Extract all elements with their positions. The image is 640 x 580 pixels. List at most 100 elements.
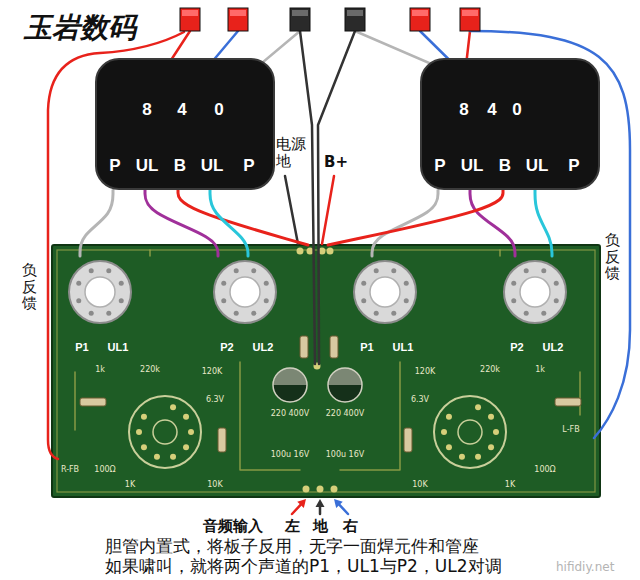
terminal-tap: P <box>433 156 446 176</box>
socket-pin <box>554 298 559 303</box>
tube-socket-body <box>504 261 566 323</box>
copper-trace <box>74 372 76 430</box>
pin-label: P2 <box>509 341 524 354</box>
socket-pin <box>524 268 529 273</box>
b-plus-label: B+ <box>324 154 348 171</box>
socket-pad <box>488 444 494 450</box>
socket-pad <box>459 454 465 460</box>
socket-pin <box>511 281 516 286</box>
socket-pin <box>221 298 226 303</box>
socket-pad <box>188 429 194 435</box>
terminal-tap: 0 <box>213 100 224 120</box>
socket-pin <box>89 311 94 316</box>
socket-pad <box>183 444 189 450</box>
terminal-tap: UL <box>135 156 160 176</box>
capacitor-polarity <box>328 368 362 385</box>
pin-label: UL2 <box>542 341 565 354</box>
socket-pin <box>541 311 546 316</box>
wire <box>535 190 552 256</box>
silkscreen-text: R-FB <box>60 465 80 474</box>
resistor-symbol <box>330 336 338 358</box>
pin-label: UL2 <box>252 341 275 354</box>
socket-pin <box>264 281 269 286</box>
socket-pad <box>446 444 452 450</box>
tube-socket: P1UL1 <box>60 256 140 356</box>
socket-pin <box>234 311 239 316</box>
terminal-tap: 4 <box>176 100 187 120</box>
silkscreen-text: 6.3V <box>205 395 225 404</box>
socket-pad <box>183 414 189 420</box>
site-watermark: hifidiy.net <box>556 561 614 575</box>
tube-socket-hole <box>370 277 400 307</box>
copper-trace <box>579 372 581 415</box>
copper-trace <box>499 250 501 256</box>
power-ground-wire <box>285 176 298 244</box>
terminal-tap: 0 <box>511 100 522 120</box>
pin-label: P2 <box>219 341 234 354</box>
resistor-symbol <box>404 428 412 452</box>
terminal-highlight <box>292 10 308 16</box>
input-wire <box>319 507 322 514</box>
wire <box>178 190 308 245</box>
resistor-symbol <box>218 428 226 452</box>
socket-pin <box>524 311 529 316</box>
speaker-terminal <box>180 8 200 31</box>
pin-label: P1 <box>74 341 89 354</box>
tube-socket-hole <box>85 277 115 307</box>
noval-socket-outline <box>434 396 506 468</box>
socket-pin <box>361 298 366 303</box>
speaker-terminal <box>460 8 480 31</box>
speaker-terminal <box>228 8 248 31</box>
silkscreen-text: 1K <box>504 480 516 489</box>
circuit-board-plate <box>52 245 600 497</box>
shop-watermark: 玉岩数码 <box>24 12 136 44</box>
socket-pad <box>136 429 142 435</box>
socket-pin <box>119 281 124 286</box>
socket-pad <box>493 429 499 435</box>
socket-pad <box>154 454 160 460</box>
silkscreen-text: 1k <box>534 365 546 374</box>
arrowhead <box>334 499 343 508</box>
silkscreen-text: 6.3V <box>410 395 430 404</box>
tube-socket-body <box>214 261 276 323</box>
resistor-symbol <box>80 398 106 406</box>
socket-pin <box>541 268 546 273</box>
socket-pin <box>404 298 409 303</box>
wire <box>80 190 113 256</box>
terminal-tap: 8 <box>458 100 469 120</box>
terminal-highlight <box>412 10 428 16</box>
socket-pin <box>511 298 516 303</box>
terminal-tap: UL <box>200 156 225 176</box>
socket-pin <box>264 298 269 303</box>
silkscreen-text: 220 400V <box>325 409 366 418</box>
resistor-symbol <box>300 336 308 358</box>
silkscreen-text: 220 400V <box>270 409 311 418</box>
pin-label: UL1 <box>392 341 415 354</box>
noval-socket-center <box>458 420 482 444</box>
socket-pad <box>141 444 147 450</box>
silkscreen-text: 10K <box>411 480 428 489</box>
input-wire <box>339 505 348 514</box>
socket-pin <box>391 268 396 273</box>
socket-pin <box>361 281 366 286</box>
socket-pad <box>475 454 481 460</box>
socket-pin <box>234 268 239 273</box>
socket-pin <box>374 268 379 273</box>
capacitor-outline <box>273 368 307 402</box>
terminal-tap: UL <box>460 156 485 176</box>
socket-pin <box>554 281 559 286</box>
note-text: 如果啸叫，就将两个声道的P1，UL1与P2，UL2对调 <box>105 557 502 577</box>
feedback-label: 负反馈 <box>22 262 37 312</box>
b-plus-wire <box>322 176 334 244</box>
silkscreen-text: 220k <box>139 365 161 374</box>
ground-wire <box>318 31 355 364</box>
pin-label: P1 <box>359 341 374 354</box>
socket-pad <box>170 404 176 410</box>
socket-pin <box>76 281 81 286</box>
input-label: 音频输入 <box>203 518 263 535</box>
noval-socket-outline <box>129 396 201 468</box>
socket-pin <box>119 298 124 303</box>
output-transformer: 840PULBULP <box>420 58 600 190</box>
solder-pad <box>331 486 338 493</box>
